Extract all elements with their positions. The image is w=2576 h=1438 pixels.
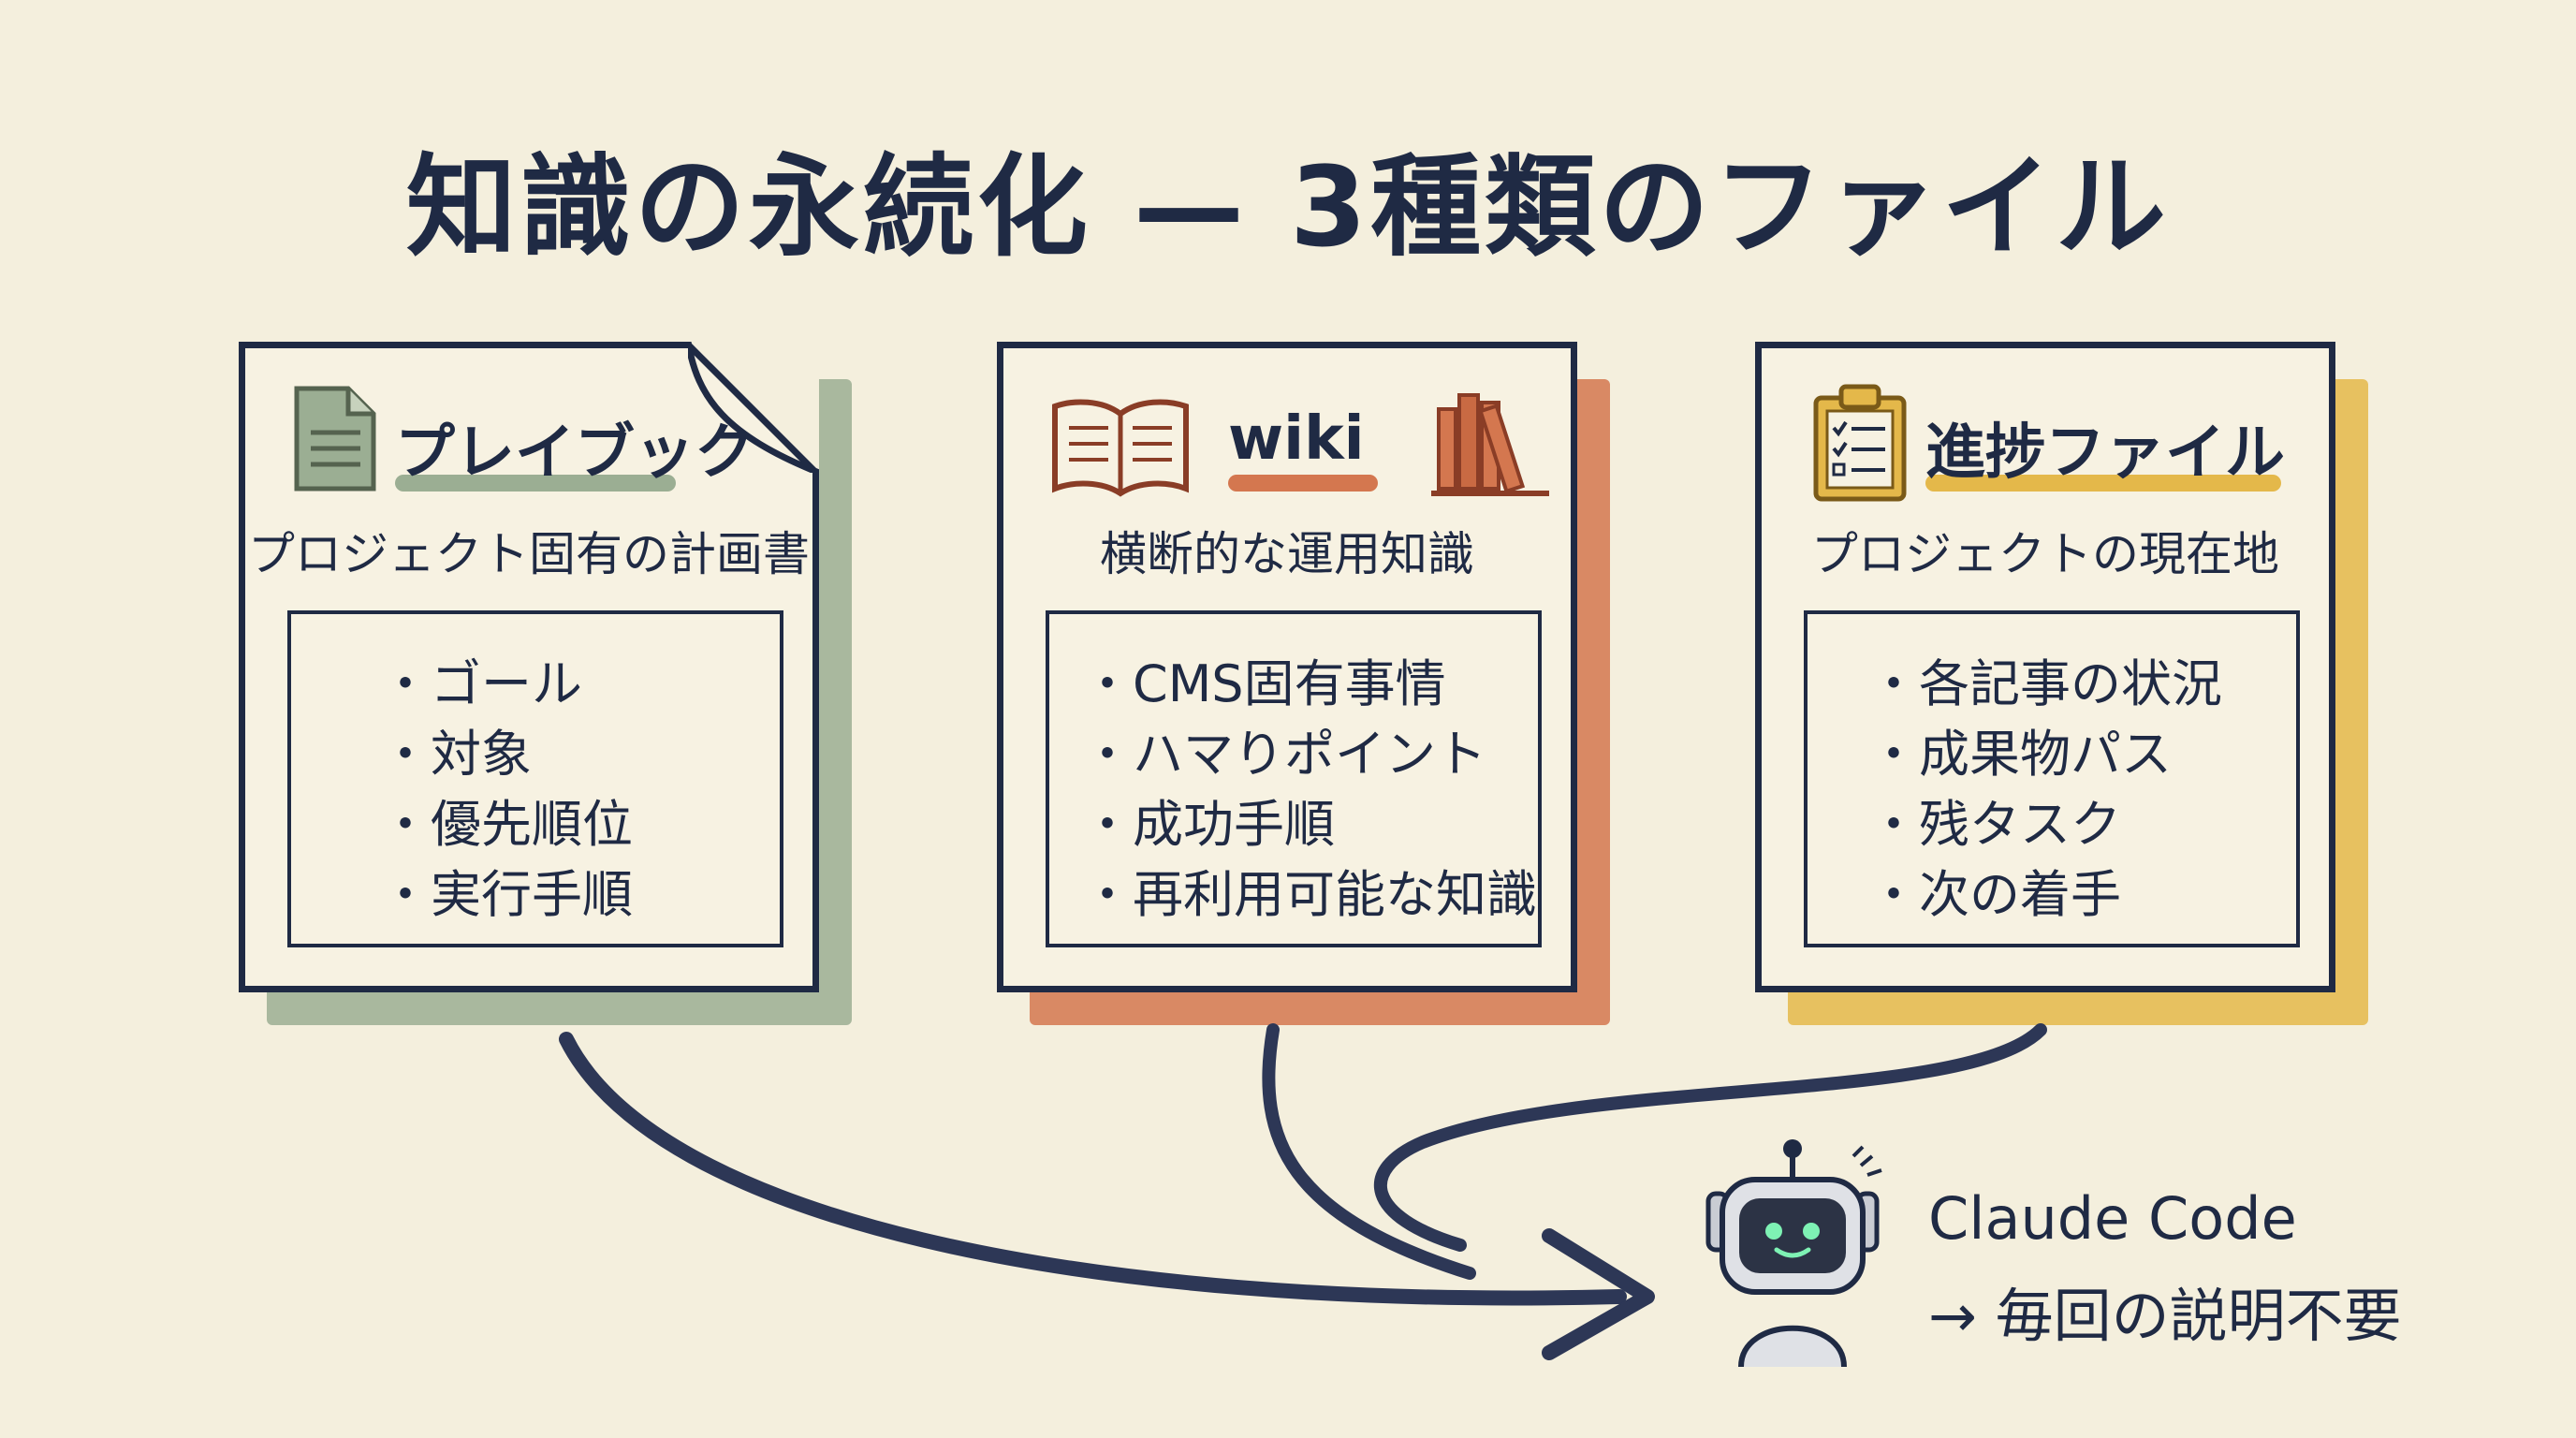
title-highlight (395, 475, 676, 492)
progress-card-body: 進捗ファイル プロジェクトの現在地 ・各記事の状況 ・成果物パス ・残タスク ・… (1755, 342, 2335, 992)
list-item: ・成果物パス (1868, 725, 2172, 784)
bookshelf-icon (1429, 386, 1551, 506)
arrow-head (1542, 1228, 1655, 1360)
agent-name: Claude Code (1928, 1184, 2297, 1253)
wiki-card-head: wiki (1041, 386, 1549, 498)
list-item: ・CMS固有事情 (1082, 654, 1446, 713)
card-list: ・ゴール ・対象 ・優先順位 ・実行手順 (287, 610, 783, 947)
list-item: ・対象 (380, 725, 532, 784)
open-book-icon (1050, 395, 1191, 502)
list-item: ・実行手順 (380, 865, 633, 924)
card-title: wiki (1228, 404, 1365, 474)
arrow-from-playbook (559, 1032, 1627, 1306)
page-title: 知識の永続化 — 3種類のファイル (405, 142, 2171, 271)
card-list: ・各記事の状況 ・成果物パス ・残タスク ・次の着手 (1804, 610, 2300, 947)
progress-card-head: 進捗ファイル (1799, 384, 2291, 502)
list-item: ・優先順位 (380, 795, 633, 854)
list-item: ・次の着手 (1868, 865, 2121, 924)
robot-icon (1685, 1137, 1900, 1375)
progress-card: 進捗ファイル プロジェクトの現在地 ・各記事の状況 ・成果物パス ・残タスク ・… (1755, 342, 2368, 1025)
title-highlight (1228, 475, 1378, 492)
wiki-card-body: wiki 横断的な運用知識 ・CMS固有事情 ・ハマりポイント ・成功手順 ・再… (997, 342, 1577, 992)
list-item: ・ハマりポイント (1082, 725, 1486, 784)
title-highlight (1925, 475, 2281, 492)
list-item: ・各記事の状況 (1868, 654, 2222, 713)
card-subtitle: プロジェクトの現在地 (1811, 527, 2279, 581)
arrow-from-wiki (1262, 1023, 1476, 1280)
wiki-card: wiki 横断的な運用知識 ・CMS固有事情 ・ハマりポイント ・成功手順 ・再… (997, 342, 1610, 1025)
document-icon (287, 381, 381, 497)
clipboard-checklist-icon (1808, 381, 1911, 506)
list-item: ・ゴール (380, 654, 582, 713)
playbook-card-body: プレイブック プロジェクト固有の計画書 ・ゴール ・対象 ・優先順位 ・実行手順 (239, 342, 819, 992)
card-subtitle: プロジェクト固有の計画書 (248, 527, 810, 581)
card-subtitle: 横断的な運用知識 (1100, 527, 1474, 581)
card-list: ・CMS固有事情 ・ハマりポイント ・成功手順 ・再利用可能な知識 (1046, 610, 1542, 947)
card-title: 進捗ファイル (1925, 418, 2285, 488)
list-item: ・再利用可能な知識 (1082, 865, 1537, 924)
list-item: ・残タスク (1868, 795, 2121, 854)
playbook-card: プレイブック プロジェクト固有の計画書 ・ゴール ・対象 ・優先順位 ・実行手順 (239, 342, 852, 1025)
agent-benefit: → 毎回の説明不要 (1928, 1282, 2402, 1350)
folded-corner (688, 342, 819, 473)
list-item: ・成功手順 (1082, 795, 1335, 854)
card-title: プレイブック (395, 418, 754, 488)
playbook-card-head: プレイブック (283, 386, 775, 498)
